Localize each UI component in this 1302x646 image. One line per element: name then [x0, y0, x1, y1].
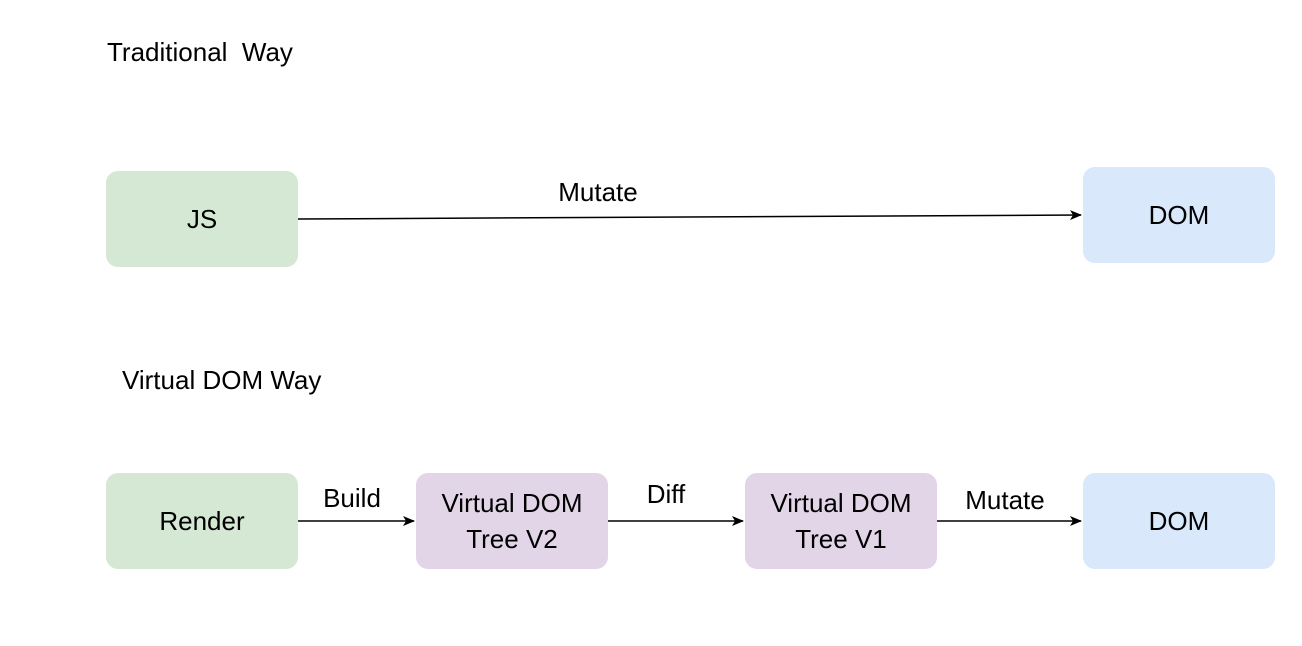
build-edge-label: Build — [323, 483, 381, 513]
traditional-way-title: Traditional Way — [107, 37, 293, 67]
dom-node-bottom[interactable]: DOM — [1083, 473, 1275, 569]
render-node[interactable]: Render — [106, 473, 298, 569]
mutate-edge-label: Mutate — [558, 177, 638, 207]
virtual-dom-tree-v2-node[interactable]: Virtual DOM Tree V2 — [416, 473, 608, 569]
virtual-dom-way-title: Virtual DOM Way — [122, 365, 322, 395]
dom-node[interactable]: DOM — [1083, 167, 1275, 263]
mutate-edge-label-bottom: Mutate — [965, 485, 1045, 515]
diff-edge-label: Diff — [646, 479, 686, 509]
js-node[interactable]: JS — [106, 171, 298, 267]
mutate-arrow — [297, 210, 1082, 221]
virtual-dom-tree-v1-node[interactable]: Virtual DOM Tree V1 — [745, 473, 937, 569]
